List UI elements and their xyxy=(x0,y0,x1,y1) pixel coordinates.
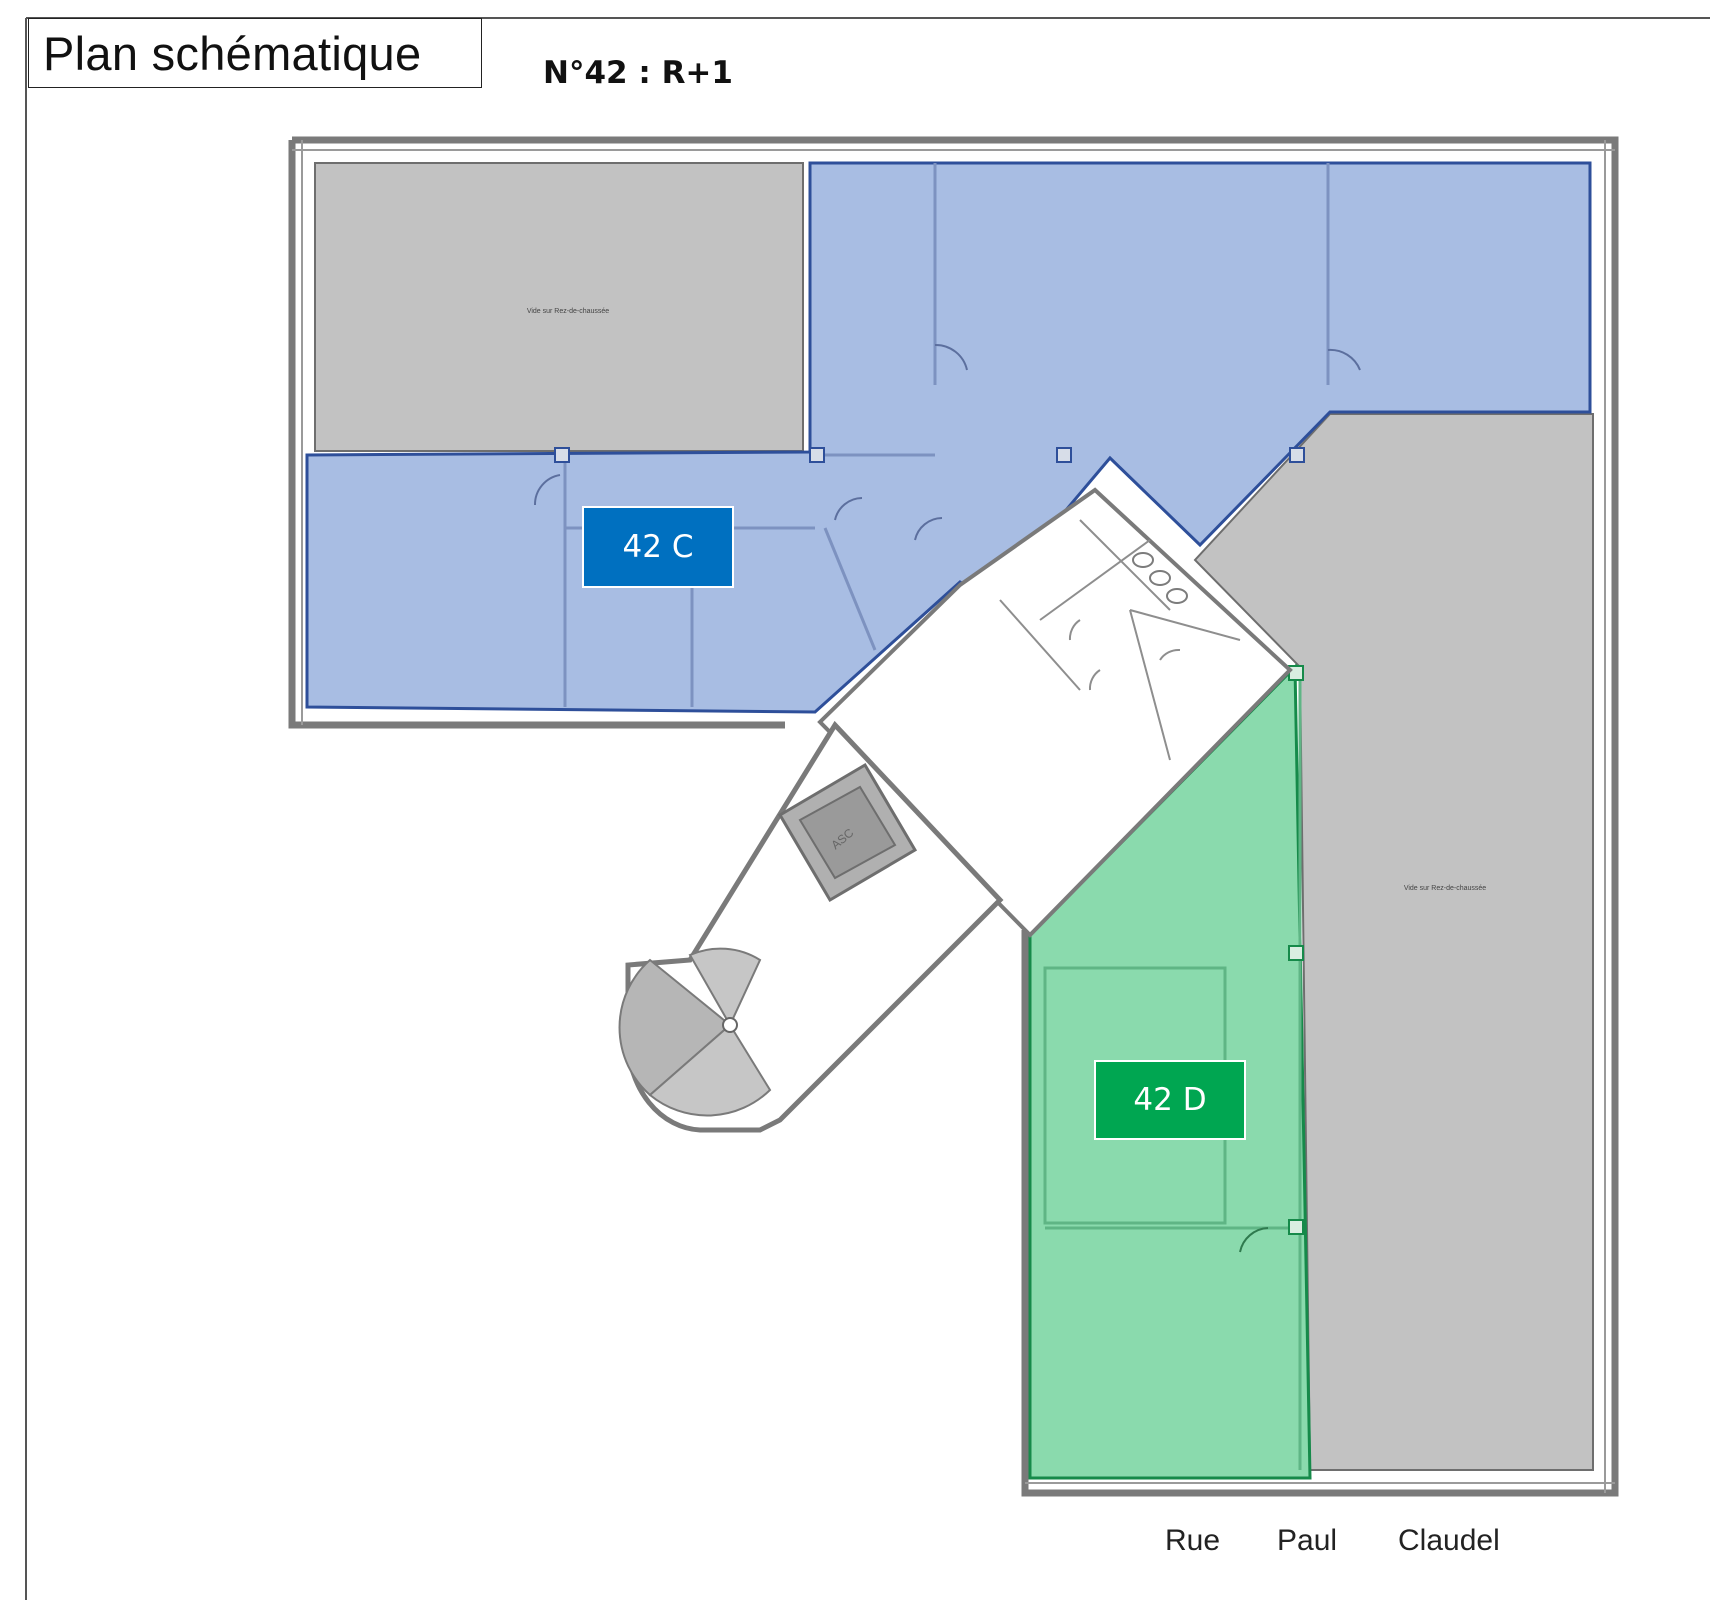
street-word-claudel: Claudel xyxy=(1398,1524,1500,1557)
void-area-east-label: Vide sur Rez-de-chaussée xyxy=(1404,885,1486,892)
street-word-paul: Paul xyxy=(1277,1524,1338,1557)
street-word-rue: Rue xyxy=(1165,1524,1221,1557)
floor-subtitle: N°42 : R+1 xyxy=(543,55,733,91)
spiral-staircase xyxy=(618,947,772,1117)
unit-42d-label: 42 D xyxy=(1094,1060,1246,1140)
void-area-north xyxy=(314,162,804,452)
elevator-shaft: ASC xyxy=(777,762,918,903)
plan-title: Plan schématique xyxy=(28,18,482,88)
building-walls xyxy=(288,136,1619,1497)
unit-42c-label: 42 C xyxy=(582,506,734,588)
void-area-north-label: Vide sur Rez-de-chaussée xyxy=(527,308,609,315)
